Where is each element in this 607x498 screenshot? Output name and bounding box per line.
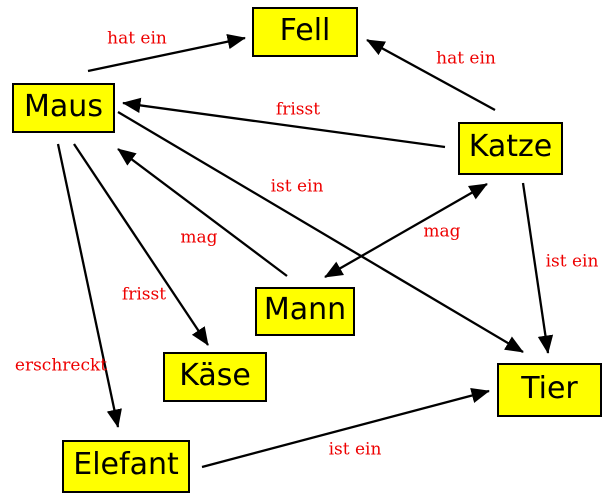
node-tier: Tier: [497, 363, 602, 417]
edge-label-mann-katze: mag: [423, 221, 461, 242]
edge-katze-fell: [366, 38, 496, 112]
node-kaese: Käse: [163, 352, 267, 402]
edge-maus-fell: [87, 34, 246, 73]
node-label: Elefant: [73, 447, 179, 482]
edge-label-maus-fell: hat ein: [107, 28, 167, 49]
edge-mann-maus: [117, 148, 288, 277]
edge-label-maus-tier: ist ein: [270, 176, 324, 197]
node-fell: Fell: [252, 7, 358, 57]
edge-label-katze-maus: frisst: [275, 99, 321, 120]
node-label: Fell: [279, 12, 331, 48]
edge-label-maus-kaese: frisst: [121, 284, 167, 305]
edge-katze-tier: [521, 182, 554, 354]
node-label: Tier: [521, 370, 578, 406]
node-mann: Mann: [255, 287, 355, 336]
node-maus: Maus: [12, 83, 115, 133]
node-label: Mann: [263, 292, 347, 327]
edge-label-elefant-tier: ist ein: [328, 439, 382, 460]
node-elefant: Elefant: [62, 440, 190, 493]
node-label: Katze: [468, 129, 553, 164]
edge-label-katze-tier: ist ein: [545, 251, 599, 272]
edge-maus-tier: [117, 111, 524, 353]
node-label: Maus: [24, 88, 103, 124]
edge-elefant-tier: [201, 388, 490, 469]
edge-label-katze-fell: hat ein: [436, 48, 496, 69]
edge-label-maus-elefant: erschreckt: [14, 355, 108, 376]
node-katze: Katze: [458, 122, 563, 175]
edge-label-mann-maus: mag: [180, 227, 218, 248]
edge-maus-elefant: [56, 143, 122, 428]
node-label: Käse: [179, 357, 251, 393]
edge-mann-katze: [324, 183, 488, 278]
edge-katze-maus: [122, 97, 446, 149]
edge-maus-kaese: [73, 143, 209, 346]
